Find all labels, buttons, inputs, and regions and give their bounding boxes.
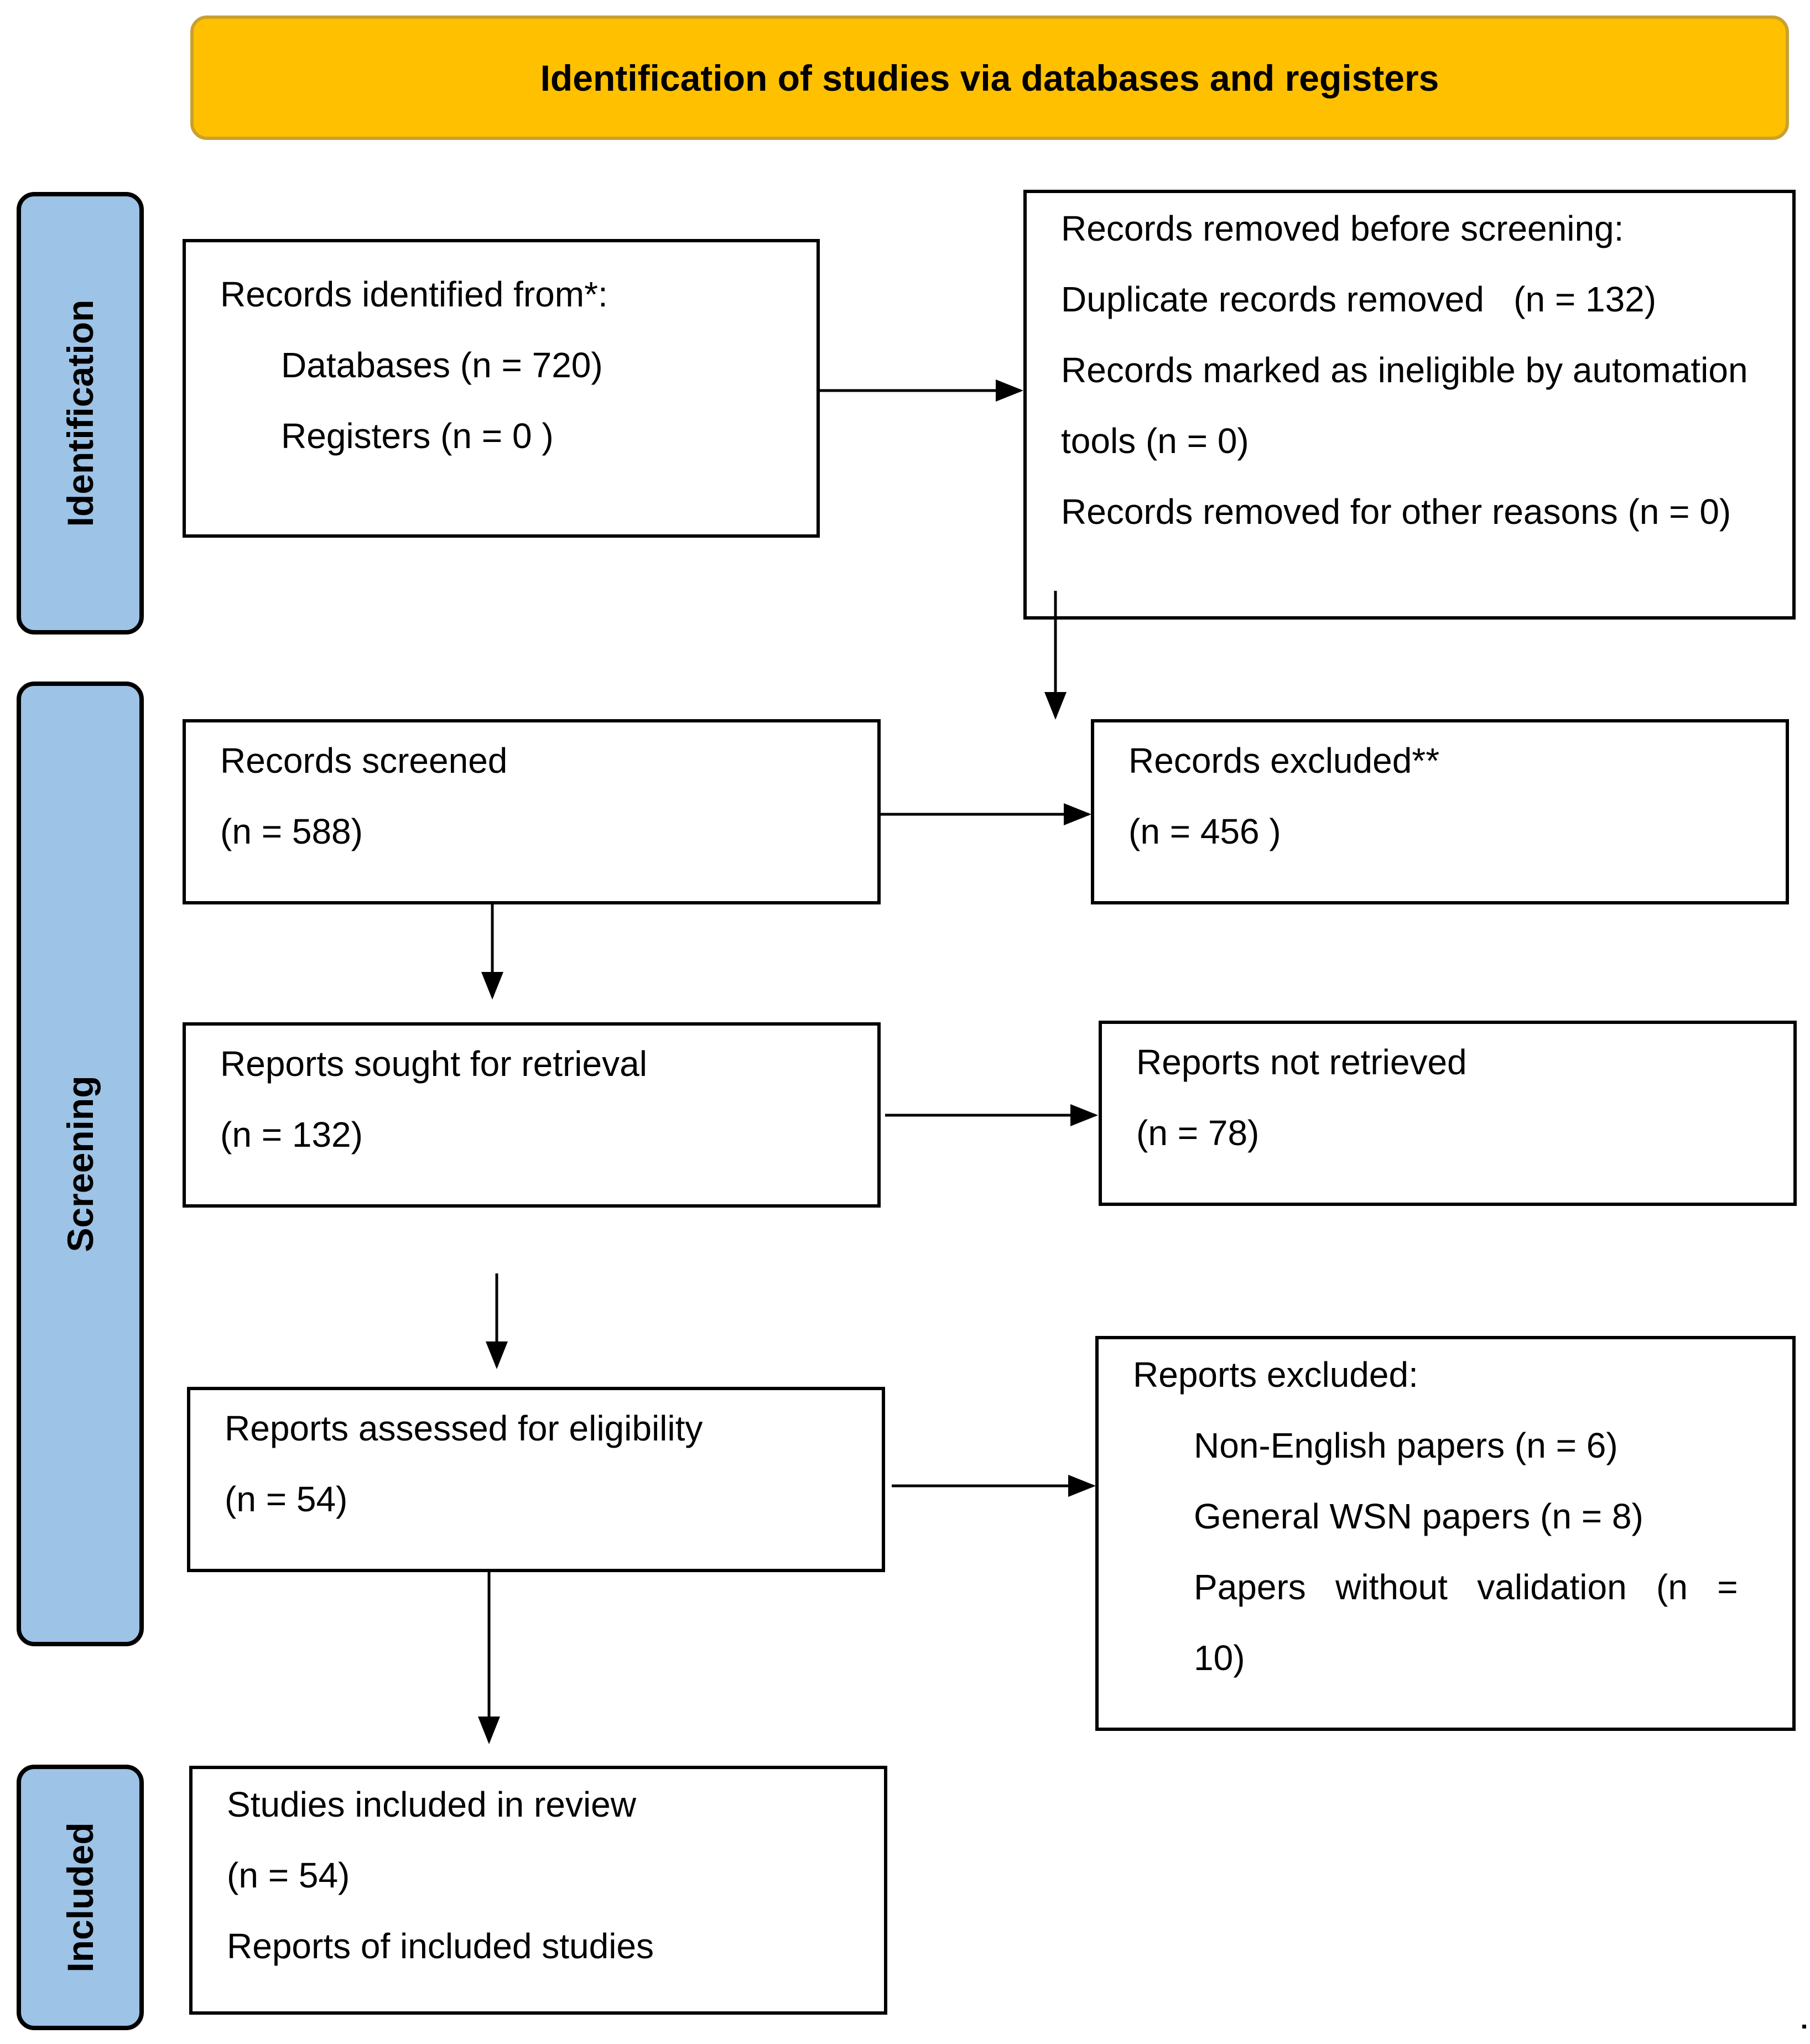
studies-included-title: Studies included in review bbox=[227, 1785, 636, 1824]
reports-excluded-box: Reports excluded: Non-English papers (n … bbox=[1095, 1336, 1796, 1731]
records-screened-box: Records screened (n = 588) bbox=[183, 719, 881, 904]
reports-sought-box: Reports sought for retrieval (n = 132) bbox=[183, 1022, 881, 1208]
records-excluded-box: Records excluded** (n = 456 ) bbox=[1091, 719, 1789, 904]
reports-excluded-title: Reports excluded: bbox=[1133, 1355, 1418, 1395]
excluded-general-wsn: General WSN papers (n = 8) bbox=[1194, 1496, 1643, 1536]
reports-assessed-count: (n = 54) bbox=[225, 1479, 348, 1519]
reports-assessed-box: Reports assessed for eligibility (n = 54… bbox=[187, 1387, 885, 1572]
ineligible-removed-line2: tools (n = 0) bbox=[1061, 421, 1249, 461]
databases-count: Databases (n = 720) bbox=[281, 345, 603, 385]
other-removed: Records removed for other reasons (n = 0… bbox=[1061, 492, 1731, 532]
reports-of-included: Reports of included studies bbox=[227, 1926, 654, 1966]
phase-included: Included bbox=[17, 1765, 144, 2030]
registers-count: Registers (n = 0 ) bbox=[281, 416, 554, 456]
phase-screening: Screening bbox=[17, 682, 144, 1646]
reports-sought-title: Reports sought for retrieval bbox=[220, 1044, 647, 1084]
reports-not-retrieved-box: Reports not retrieved (n = 78) bbox=[1099, 1021, 1797, 1206]
studies-included-box: Studies included in review (n = 54) Repo… bbox=[189, 1766, 887, 2015]
corner-dot bbox=[1802, 2025, 1806, 2029]
ineligible-removed-line1: Records marked as ineligible by automati… bbox=[1061, 350, 1748, 390]
records-removed-box: Records removed before screening: Duplic… bbox=[1023, 190, 1796, 620]
reports-not-retrieved-count: (n = 78) bbox=[1136, 1113, 1260, 1153]
reports-assessed-title: Reports assessed for eligibility bbox=[225, 1408, 703, 1448]
phase-identification: Identification bbox=[17, 192, 144, 634]
excluded-no-validation-line1: Papers without validation (n = bbox=[1194, 1567, 1738, 1607]
records-removed-title: Records removed before screening: bbox=[1061, 209, 1624, 248]
reports-sought-count: (n = 132) bbox=[220, 1115, 363, 1154]
records-identified-box: Records identified from*: Databases (n =… bbox=[183, 239, 820, 538]
records-screened-count: (n = 588) bbox=[220, 812, 363, 851]
studies-included-count: (n = 54) bbox=[227, 1855, 350, 1895]
excluded-non-english: Non-English papers (n = 6) bbox=[1194, 1426, 1618, 1465]
duplicates-removed: Duplicate records removed (n = 132) bbox=[1061, 279, 1657, 319]
header-title: Identification of studies via databases … bbox=[540, 57, 1439, 98]
excluded-no-validation-line2: 10) bbox=[1194, 1638, 1245, 1678]
records-identified-title: Records identified from*: bbox=[220, 274, 608, 314]
reports-not-retrieved-title: Reports not retrieved bbox=[1136, 1042, 1467, 1082]
records-excluded-title: Records excluded** bbox=[1128, 741, 1440, 781]
records-excluded-count: (n = 456 ) bbox=[1128, 812, 1281, 851]
records-screened-title: Records screened bbox=[220, 741, 508, 781]
header-banner: Identification of studies via databases … bbox=[190, 15, 1789, 140]
